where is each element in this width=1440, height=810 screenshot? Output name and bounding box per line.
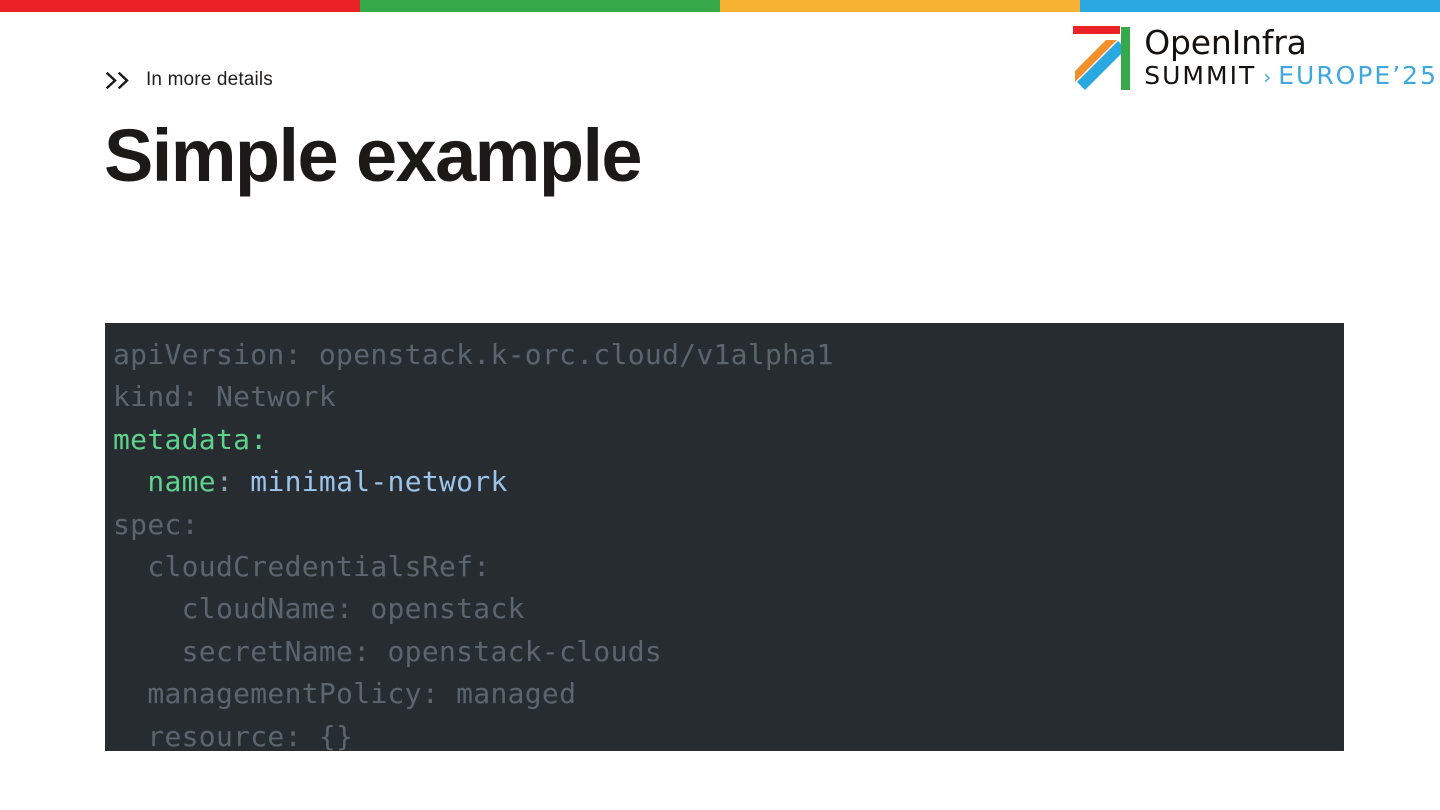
logo-wordmark-group: OpenInfra SUMMIT › EUROPE’25: [1144, 24, 1438, 92]
code-token: apiVersion: openstack.k-orc.cloud/v1alph…: [113, 338, 834, 371]
logo-summit-text: SUMMIT: [1144, 61, 1257, 90]
code-token: name: [147, 465, 216, 499]
eyebrow-label: In more details: [146, 69, 273, 90]
openinfra-summit-logo: OpenInfra SUMMIT › EUROPE’25: [1068, 24, 1438, 94]
code-line: metadata:: [113, 419, 1344, 461]
code-token: kind: Network: [113, 380, 337, 414]
code-line: managementPolicy: managed: [113, 673, 1344, 715]
code-token: secretName: openstack-clouds: [113, 634, 663, 668]
code-lines: apiVersion: openstack.k-orc.cloud/v1alph…: [113, 334, 1344, 751]
code-line: apiVersion: openstack.k-orc.cloud/v1alph…: [113, 334, 1344, 376]
double-chevron-right-icon: [106, 71, 129, 89]
code-token: managementPolicy: managed: [113, 677, 577, 711]
logo-summit-row: SUMMIT › EUROPE’25: [1144, 61, 1438, 92]
code-token: cloudCredentialsRef:: [113, 550, 491, 584]
color-segment-orange: [720, 0, 1080, 12]
code-line: cloudName: openstack: [113, 588, 1344, 630]
code-line: resource: {}: [113, 716, 1344, 751]
code-line: cloudCredentialsRef:: [113, 546, 1344, 588]
openinfra-arrow-mark-icon: [1073, 26, 1131, 90]
color-segment-red: [0, 0, 360, 12]
logo-edition-text: EUROPE’25: [1278, 61, 1438, 90]
code-line: spec:: [113, 504, 1344, 546]
code-token: metadata: [113, 422, 251, 456]
color-segment-green: [360, 0, 720, 12]
code-token: [113, 465, 147, 498]
code-token: minimal-network: [250, 465, 508, 499]
code-token: :: [215, 465, 251, 499]
code-line: name: minimal-network: [113, 461, 1344, 503]
code-token: cloudName: openstack: [113, 592, 525, 626]
eyebrow: In more details: [106, 69, 273, 91]
code-token: resource: {}: [113, 719, 354, 751]
code-line: kind: Network: [113, 376, 1344, 418]
page-title: Simple example: [104, 114, 643, 197]
color-segment-blue: [1080, 0, 1440, 12]
code-token: :: [250, 422, 268, 456]
code-token: spec:: [113, 507, 199, 541]
code-block: apiVersion: openstack.k-orc.cloud/v1alph…: [105, 323, 1344, 751]
code-line: secretName: openstack-clouds: [113, 631, 1344, 673]
logo-openinfra-text: OpenInfra: [1144, 23, 1307, 62]
logo-arrow-icon: ›: [1263, 65, 1272, 89]
top-color-bar: [0, 0, 1440, 12]
